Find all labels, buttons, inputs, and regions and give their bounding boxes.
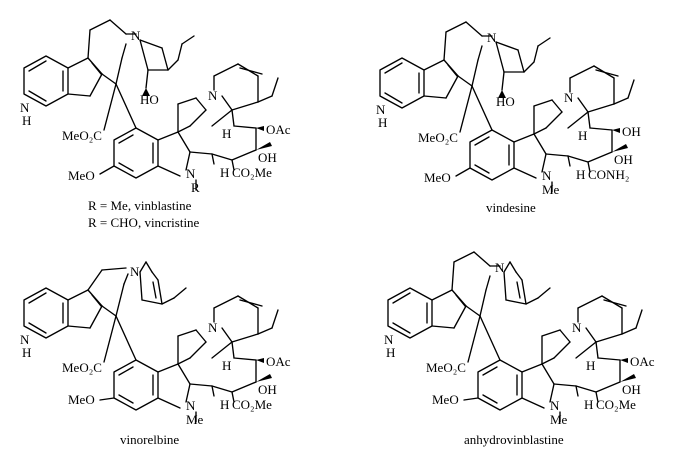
methoxy-label: MeO: [68, 168, 95, 183]
structure-vinorelbine: N H N MeO₂C N H OAc OH H CO₂Me N Me MeO …: [20, 261, 291, 447]
structure-vindesine: N H N HO MeO₂C N H OH OH H CONH₂ N Me Me…: [376, 21, 641, 215]
acetoxy-label: OAc: [266, 354, 291, 369]
amine-n: N: [130, 264, 140, 279]
vindoline-n: N: [572, 320, 582, 335]
caption-vindesine: vindesine: [486, 200, 536, 215]
indole-n: N: [20, 332, 30, 347]
ring-h: H: [222, 126, 231, 141]
ring-h-2: H: [576, 167, 585, 182]
indole-n: N: [20, 100, 30, 115]
methoxy-label: MeO: [432, 392, 459, 407]
methoxy-label: MeO: [424, 170, 451, 185]
hydroxyl-label: HO: [140, 92, 159, 107]
tertiary-oh: OH: [622, 382, 641, 397]
indole-n: N: [376, 102, 386, 117]
indole-h: H: [378, 115, 387, 130]
hydroxyl-label-2: OH: [622, 124, 641, 139]
indole-h: H: [386, 345, 395, 360]
ring-h-2: H: [220, 397, 229, 412]
acetoxy-label: OAc: [630, 354, 655, 369]
amine-n: N: [487, 30, 497, 45]
structure-anhydrovinblastine: N H N MeO₂C N H OAc OH H CO₂Me N Me MeO …: [384, 251, 655, 447]
vindoline-n: N: [208, 88, 218, 103]
ring-h: H: [586, 358, 595, 373]
n-methyl: Me: [542, 182, 560, 197]
acetoxy-label: OAc: [266, 122, 291, 137]
indole-h: H: [22, 113, 31, 128]
caption-vinblastine: R = Me, vinblastine: [88, 198, 192, 213]
tertiary-oh: OH: [614, 152, 633, 167]
structure-vinblastine: N H N HO MeO₂C N H OAc OH H CO₂Me N R Me…: [20, 19, 291, 230]
methoxy-label: MeO: [68, 392, 95, 407]
amine-n: N: [131, 28, 141, 43]
tertiary-oh: OH: [258, 150, 277, 165]
ring-h-2: H: [220, 165, 229, 180]
indoline-n: N: [186, 166, 196, 181]
n-methyl: Me: [550, 412, 568, 427]
indoline-n: N: [550, 398, 560, 413]
ester-label-2: CO₂Me: [596, 397, 636, 412]
ring-h: H: [222, 358, 231, 373]
hydroxyl-label: HO: [496, 94, 515, 109]
ester-label: MeO₂C: [418, 130, 458, 145]
amide-label: CONH₂: [588, 167, 629, 182]
ester-label: MeO₂C: [426, 360, 466, 375]
caption-vincristine: R = CHO, vincristine: [88, 215, 200, 230]
ester-label: MeO₂C: [62, 128, 102, 143]
indoline-n: N: [542, 168, 552, 183]
caption-anhydrovinblastine: anhydrovinblastine: [464, 432, 564, 447]
indoline-n: N: [186, 398, 196, 413]
ester-label: MeO₂C: [62, 360, 102, 375]
amine-n: N: [495, 260, 505, 275]
ester-label-2: CO₂Me: [232, 165, 272, 180]
caption-vinorelbine: vinorelbine: [120, 432, 179, 447]
vindoline-n: N: [208, 320, 218, 335]
ring-h: H: [578, 128, 587, 143]
vindoline-n: N: [564, 90, 574, 105]
indole-h: H: [22, 345, 31, 360]
indole-n: N: [384, 332, 394, 347]
n-methyl: Me: [186, 412, 204, 427]
ring-h-2: H: [584, 397, 593, 412]
ester-label-2: CO₂Me: [232, 397, 272, 412]
tertiary-oh: OH: [258, 382, 277, 397]
r-group: R: [191, 180, 200, 195]
